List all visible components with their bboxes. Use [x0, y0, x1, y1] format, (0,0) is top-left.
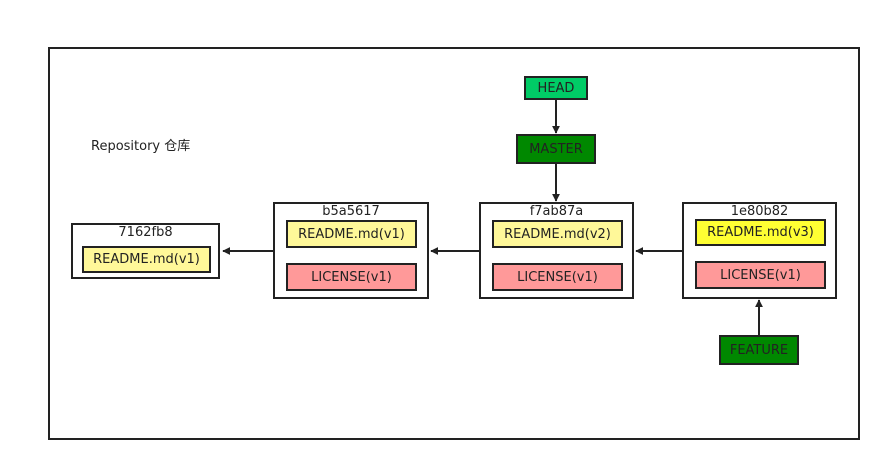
- commit-id: 1e80b82: [730, 204, 789, 219]
- feature-branch[interactable]: FEATURE: [719, 335, 799, 365]
- commit-b5a5617[interactable]: b5a5617 README.md(v1) LICENSE(v1): [273, 202, 429, 299]
- master-branch[interactable]: MASTER: [516, 134, 596, 164]
- file-license: LICENSE(v1): [286, 263, 417, 291]
- commit-7162fb8[interactable]: 7162fb8 README.md(v1): [71, 223, 220, 279]
- repository-frame: [48, 47, 860, 440]
- file-readme: README.md(v1): [286, 220, 417, 248]
- commit-f7ab87a[interactable]: f7ab87a README.md(v2) LICENSE(v1): [479, 202, 634, 299]
- file-readme: README.md(v1): [82, 246, 211, 273]
- commit-id: b5a5617: [322, 204, 380, 219]
- file-readme: README.md(v2): [492, 220, 623, 248]
- file-license: LICENSE(v1): [695, 261, 826, 289]
- head-ref[interactable]: HEAD: [524, 76, 588, 100]
- commit-id: f7ab87a: [529, 204, 584, 219]
- file-license: LICENSE(v1): [492, 263, 623, 291]
- file-readme: README.md(v3): [695, 219, 826, 246]
- commit-id: 7162fb8: [118, 225, 173, 240]
- repository-label: Repository 仓库: [91, 139, 191, 154]
- commit-1e80b82[interactable]: 1e80b82 README.md(v3) LICENSE(v1): [682, 202, 837, 299]
